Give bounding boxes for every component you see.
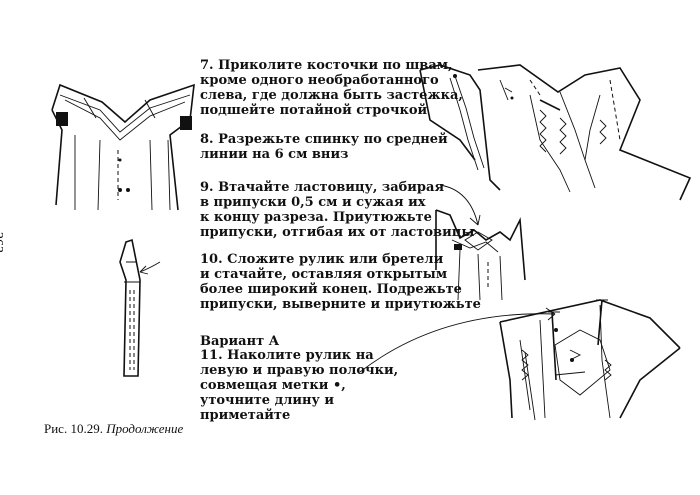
step-11-line-4: уточните длину и bbox=[200, 393, 335, 408]
step-11-line-1: 11. Наколите рулик на bbox=[200, 348, 374, 363]
step-8-line-2: линии на 6 см вниз bbox=[200, 147, 349, 162]
step-9-line-3: к концу разреза. Приутюжьте bbox=[200, 210, 432, 225]
step-10: 10. Сложите рулик или бретели и стачайте… bbox=[200, 252, 481, 312]
step-8-line-1: 8. Разрежьте спинку по средней bbox=[200, 132, 448, 147]
variant-label: Вариант А bbox=[200, 334, 280, 349]
step-7-line-1: 7. Приколите косточки по швам, bbox=[200, 58, 453, 73]
step-11-line-5: приметайте bbox=[200, 408, 291, 423]
step-10-line-1: 10. Сложите рулик или бретели bbox=[200, 252, 444, 267]
step-10-line-4: припуски, выверните и приутюжьте bbox=[200, 297, 481, 312]
caption-italic: Продолжение bbox=[106, 421, 184, 436]
step-7-line-4: подшейте потайной строчкой bbox=[200, 103, 428, 118]
step-10-line-3: более широкий конец. Подрежьте bbox=[200, 282, 462, 297]
step-9: 9. Втачайте ластовицу, забирая в припуск… bbox=[200, 180, 474, 240]
step-7: 7. Приколите косточки по швам, кроме одн… bbox=[200, 58, 463, 118]
step-9-line-4: припуски, отгибая их от ластовицы bbox=[200, 225, 475, 240]
figure-caption: Рис. 10.29. Продолжение bbox=[44, 421, 183, 437]
gusset-illustration bbox=[435, 184, 526, 301]
step-11: 11. Наколите рулик на левую и правую пол… bbox=[200, 348, 398, 423]
bodice-strap-illustration bbox=[359, 299, 681, 421]
step-10-line-2: и стачайте, оставляя открытым bbox=[200, 267, 448, 282]
bodice-front-illustration bbox=[51, 83, 195, 211]
step-7-line-2: кроме одного необработанного bbox=[200, 73, 439, 88]
step-9-line-1: 9. Втачайте ластовицу, забирая bbox=[200, 180, 445, 195]
caption-prefix: Рис. 10.29. bbox=[44, 421, 103, 436]
rouleau-strap-illustration bbox=[119, 238, 161, 377]
step-11-line-3: совмещая метки •, bbox=[200, 378, 346, 393]
step-9-line-2: в припуски 0,5 см и сужая их bbox=[200, 195, 426, 210]
corset-bones-illustration bbox=[419, 64, 692, 201]
step-11-line-2: левую и правую полочки, bbox=[200, 363, 399, 378]
step-7-line-3: слева, где должна быть застежка, bbox=[200, 88, 463, 103]
step-8: 8. Разрежьте спинку по средней линии на … bbox=[200, 132, 448, 162]
